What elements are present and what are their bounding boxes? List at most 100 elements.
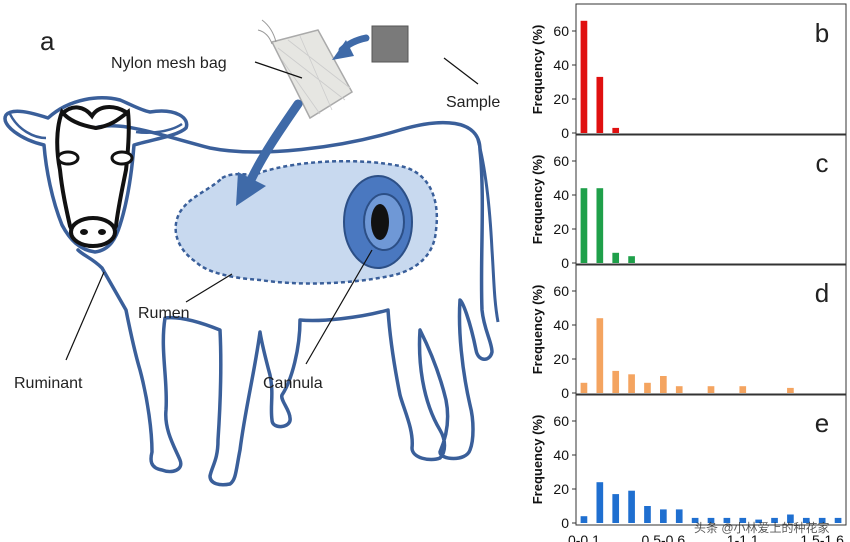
label-cannula: Cannula — [263, 375, 323, 392]
bar — [580, 188, 588, 263]
y-tick-label: 40 — [553, 187, 569, 203]
cannula-opening — [371, 204, 389, 240]
panel-letter-b: b — [815, 18, 829, 48]
bar — [612, 127, 620, 133]
bar — [580, 382, 588, 393]
bar — [787, 514, 794, 523]
cow-tail — [476, 139, 500, 323]
bar — [707, 517, 715, 523]
bar — [628, 490, 635, 523]
cow-ear-left — [8, 113, 47, 140]
panel-a: a — [3, 19, 500, 487]
chart-panel-b: 0 20 40 60 Frequency (%) b — [530, 3, 847, 141]
y-tick-label: 60 — [553, 413, 569, 429]
bar — [628, 256, 635, 263]
cow-forelock — [60, 105, 127, 120]
sample-square-icon — [371, 25, 409, 63]
bar — [755, 519, 762, 523]
cow-head-outline — [3, 96, 189, 254]
cow-ear-right — [135, 122, 183, 134]
cow-eye-right — [110, 150, 134, 166]
arrow-bag-to-rumen — [245, 99, 303, 187]
panel-letter-d: d — [815, 278, 829, 308]
bar — [771, 517, 778, 523]
bar — [802, 517, 810, 523]
leader-cannula — [305, 249, 373, 365]
label-ruminant: Ruminant — [14, 375, 83, 392]
bar — [723, 517, 731, 523]
cow-body-outline — [76, 120, 494, 487]
y-axis-label: Frequency (%) — [530, 155, 545, 245]
bar — [612, 370, 620, 393]
chart-frame — [575, 3, 847, 136]
y-tick-label: 0 — [561, 385, 569, 401]
chart-frame — [575, 393, 847, 526]
bar — [580, 516, 588, 523]
y-tick-label: 20 — [553, 221, 569, 237]
bar — [596, 318, 604, 393]
bar — [739, 517, 747, 523]
y-tick-label: 20 — [553, 351, 569, 367]
y-tick-label: 0 — [561, 125, 569, 141]
x-tick-label: 1-1.1 — [727, 532, 759, 542]
chart-frame — [575, 133, 847, 266]
bar — [596, 76, 604, 133]
y-tick-label: 0 — [561, 255, 569, 271]
arrow-bag-to-rumen-head — [236, 172, 266, 206]
bar — [628, 374, 635, 393]
panel-letter-e: e — [815, 408, 829, 438]
watermark-text: 头条 @小林爱上的种花家 — [694, 520, 830, 535]
chart-frame — [575, 263, 847, 396]
bar — [660, 376, 667, 393]
panel-letter-c: c — [816, 148, 829, 178]
cow-nostril-right — [98, 229, 106, 235]
cow-face-marking — [55, 108, 131, 249]
y-tick-label: 20 — [553, 91, 569, 107]
bar — [596, 482, 604, 523]
y-axis-label: Frequency (%) — [530, 285, 545, 375]
y-tick-label: 0 — [561, 515, 569, 531]
chart-panel-d: 0 20 40 60 Frequency (%) d — [530, 263, 847, 401]
nylon-mesh-bag-icon — [257, 19, 353, 120]
leader-sample — [443, 57, 479, 85]
y-axis-label: Frequency (%) — [530, 415, 545, 505]
cow-eye-left — [56, 150, 80, 166]
panel-letter-a: a — [40, 26, 55, 56]
y-tick-label: 60 — [553, 283, 569, 299]
bar — [691, 517, 699, 523]
y-axis-label: Frequency (%) — [530, 25, 545, 115]
bar — [818, 517, 826, 523]
x-tick-label: 0-0.1 — [568, 532, 600, 542]
bar — [675, 509, 683, 523]
x-tick-label: 1.5-1.6 — [800, 532, 844, 542]
bar — [675, 386, 683, 393]
bar — [739, 386, 747, 393]
bar — [596, 188, 604, 263]
x-tick-label: 0.5-0.6 — [642, 532, 686, 542]
label-rumen: Rumen — [138, 305, 190, 322]
cow-muzzle — [69, 216, 117, 248]
y-tick-label: 60 — [553, 153, 569, 169]
bar — [580, 20, 588, 133]
y-tick-label: 40 — [553, 317, 569, 333]
bar — [660, 509, 667, 523]
y-tick-label: 60 — [553, 23, 569, 39]
arrow-sample-to-bag-head — [332, 40, 354, 60]
y-tick-label: 20 — [553, 481, 569, 497]
y-tick-label: 40 — [553, 57, 569, 73]
bar — [612, 252, 620, 263]
bar — [612, 494, 620, 523]
bar — [644, 506, 651, 523]
label-sample: Sample — [446, 94, 500, 111]
bar — [644, 382, 651, 393]
leader-ruminant — [65, 271, 105, 361]
leader-nylon-bag — [254, 61, 303, 79]
bar — [834, 517, 842, 523]
label-nylon-mesh-bag: Nylon mesh bag — [111, 55, 227, 72]
leader-rumen — [185, 273, 233, 303]
chart-panel-c: 0 20 40 60 Frequency (%) c — [530, 133, 847, 271]
bar — [787, 387, 794, 393]
